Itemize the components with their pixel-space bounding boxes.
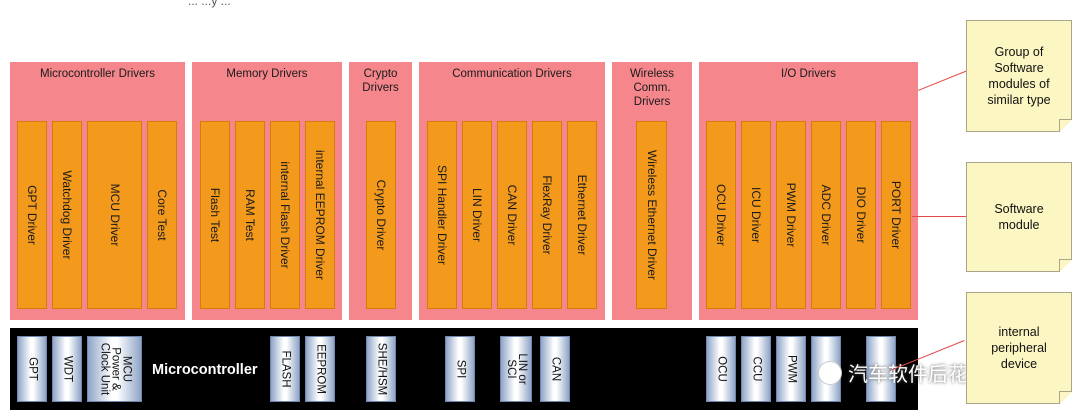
peripheral-flash: FLASH [270,336,300,402]
peripheral-label: WDT [61,355,74,383]
module-label: PWM Driver [784,182,798,248]
module-label: DIO Driver [854,186,868,244]
peripheral-label: SPI [454,359,467,379]
peripheral-label: PWM [785,354,798,384]
module-internal-flash-driver: internal Flash Driver [270,121,300,309]
peripheral-label: SHE/HSM [375,342,388,396]
connector-line-module [912,216,968,217]
module-label: Crypto Driver [374,179,388,251]
peripheral-eeprom: EEPROM [305,336,335,402]
peripheral-pwm: PWM [776,336,806,402]
group-title: Wireless Comm. Drivers [629,68,675,108]
microcontroller-label: Microcontroller [152,362,258,378]
module-icu-driver: ICU Driver [741,121,771,309]
module-crypto-driver: Crypto Driver [366,121,396,309]
peripheral-label: MCU Power & Clock Unit [98,342,132,396]
module-internal-eeprom-driver: internal EEPROM Driver [305,121,335,309]
wechat-logo-icon [818,360,842,385]
peripheral-gpt: GPT [17,336,47,402]
module-label: Ethernet Driver [575,174,589,256]
note-software-module: Software module [966,162,1072,272]
peripheral-label: LIN or SCI [505,353,528,385]
module-flexray-driver: FlexRay Driver [532,121,562,309]
module-spi-handler-driver: SPI Handler Driver [427,121,457,309]
module-mcu-driver: MCU Driver [87,121,142,309]
module-adc-driver: ADC Driver [811,121,841,309]
group-title: Communication Drivers [452,68,572,80]
group-title: I/O Drivers [781,68,836,80]
peripheral-spi: SPI [445,336,475,402]
module-label: FlexRay Driver [540,175,554,255]
note-group-of-modules: Group of Software modules of similar typ… [966,20,1072,132]
module-port-driver: PORT Driver [881,121,911,309]
peripheral-label: CCU [750,356,763,382]
module-label: CAN Driver [505,184,519,246]
peripheral-ocu: OCU [706,336,736,402]
module-watchdog-driver: Watchdog Driver [52,121,82,309]
module-label: Flash Test [208,187,222,243]
module-ram-test: RAM Test [235,121,265,309]
watermark: 汽车软件后花园 [818,358,988,387]
module-can-driver: CAN Driver [497,121,527,309]
peripheral-ccu: CCU [741,336,771,402]
group-title: Memory Drivers [226,68,308,80]
watermark-text: 汽车软件后花园 [848,364,988,386]
peripheral-wdt: WDT [52,336,82,402]
peripheral-label: OCU [715,356,728,382]
module-core-test: Core Test [147,121,177,309]
peripheral-mcu-power-clock: MCU Power & Clock Unit [87,336,142,402]
connector-line-group [918,70,967,91]
peripheral-can: CAN [540,336,570,402]
peripheral-label: CAN [549,356,562,382]
module-label: internal Flash Driver [278,161,292,269]
module-label: PORT Driver [889,180,903,250]
module-label: LIN Driver [470,187,484,243]
top-cropped-text: ... ...y ... [188,0,231,8]
note-internal-peripheral: internal peripheral device [966,292,1072,404]
module-ethernet-driver: Ethernet Driver [567,121,597,309]
module-label: Watchdog Driver [60,170,74,260]
module-flash-test: Flash Test [200,121,230,309]
group-title: Crypto Drivers [362,68,399,94]
module-label: GPT Driver [25,185,39,245]
module-pwm-driver: PWM Driver [776,121,806,309]
module-ocu-driver: OCU Driver [706,121,736,309]
module-label: OCU Driver [714,184,728,246]
module-wireless-ethernet-driver: Wireless Ethernet Driver [636,121,667,309]
module-label: ADC Driver [819,184,833,246]
module-label: internal EEPROM Driver [313,149,327,281]
module-label: RAM Test [243,189,257,241]
module-lin-driver: LIN Driver [462,121,492,309]
module-label: ICU Driver [749,187,763,243]
module-dio-driver: DIO Driver [846,121,876,309]
peripheral-label: EEPROM [314,344,327,394]
module-label: MCU Driver [107,183,122,247]
module-label: Wireless Ethernet Driver [644,149,659,281]
module-label: SPI Handler Driver [435,164,449,266]
peripheral-she-hsm: SHE/HSM [366,336,396,402]
peripheral-lin-sci: LIN or SCI [500,336,532,402]
module-gpt-driver: GPT Driver [17,121,47,309]
peripheral-label: GPT [26,357,39,381]
module-label: Core Test [155,189,169,241]
group-title: Microcontroller Drivers [39,68,156,80]
peripheral-label: FLASH [279,350,292,388]
